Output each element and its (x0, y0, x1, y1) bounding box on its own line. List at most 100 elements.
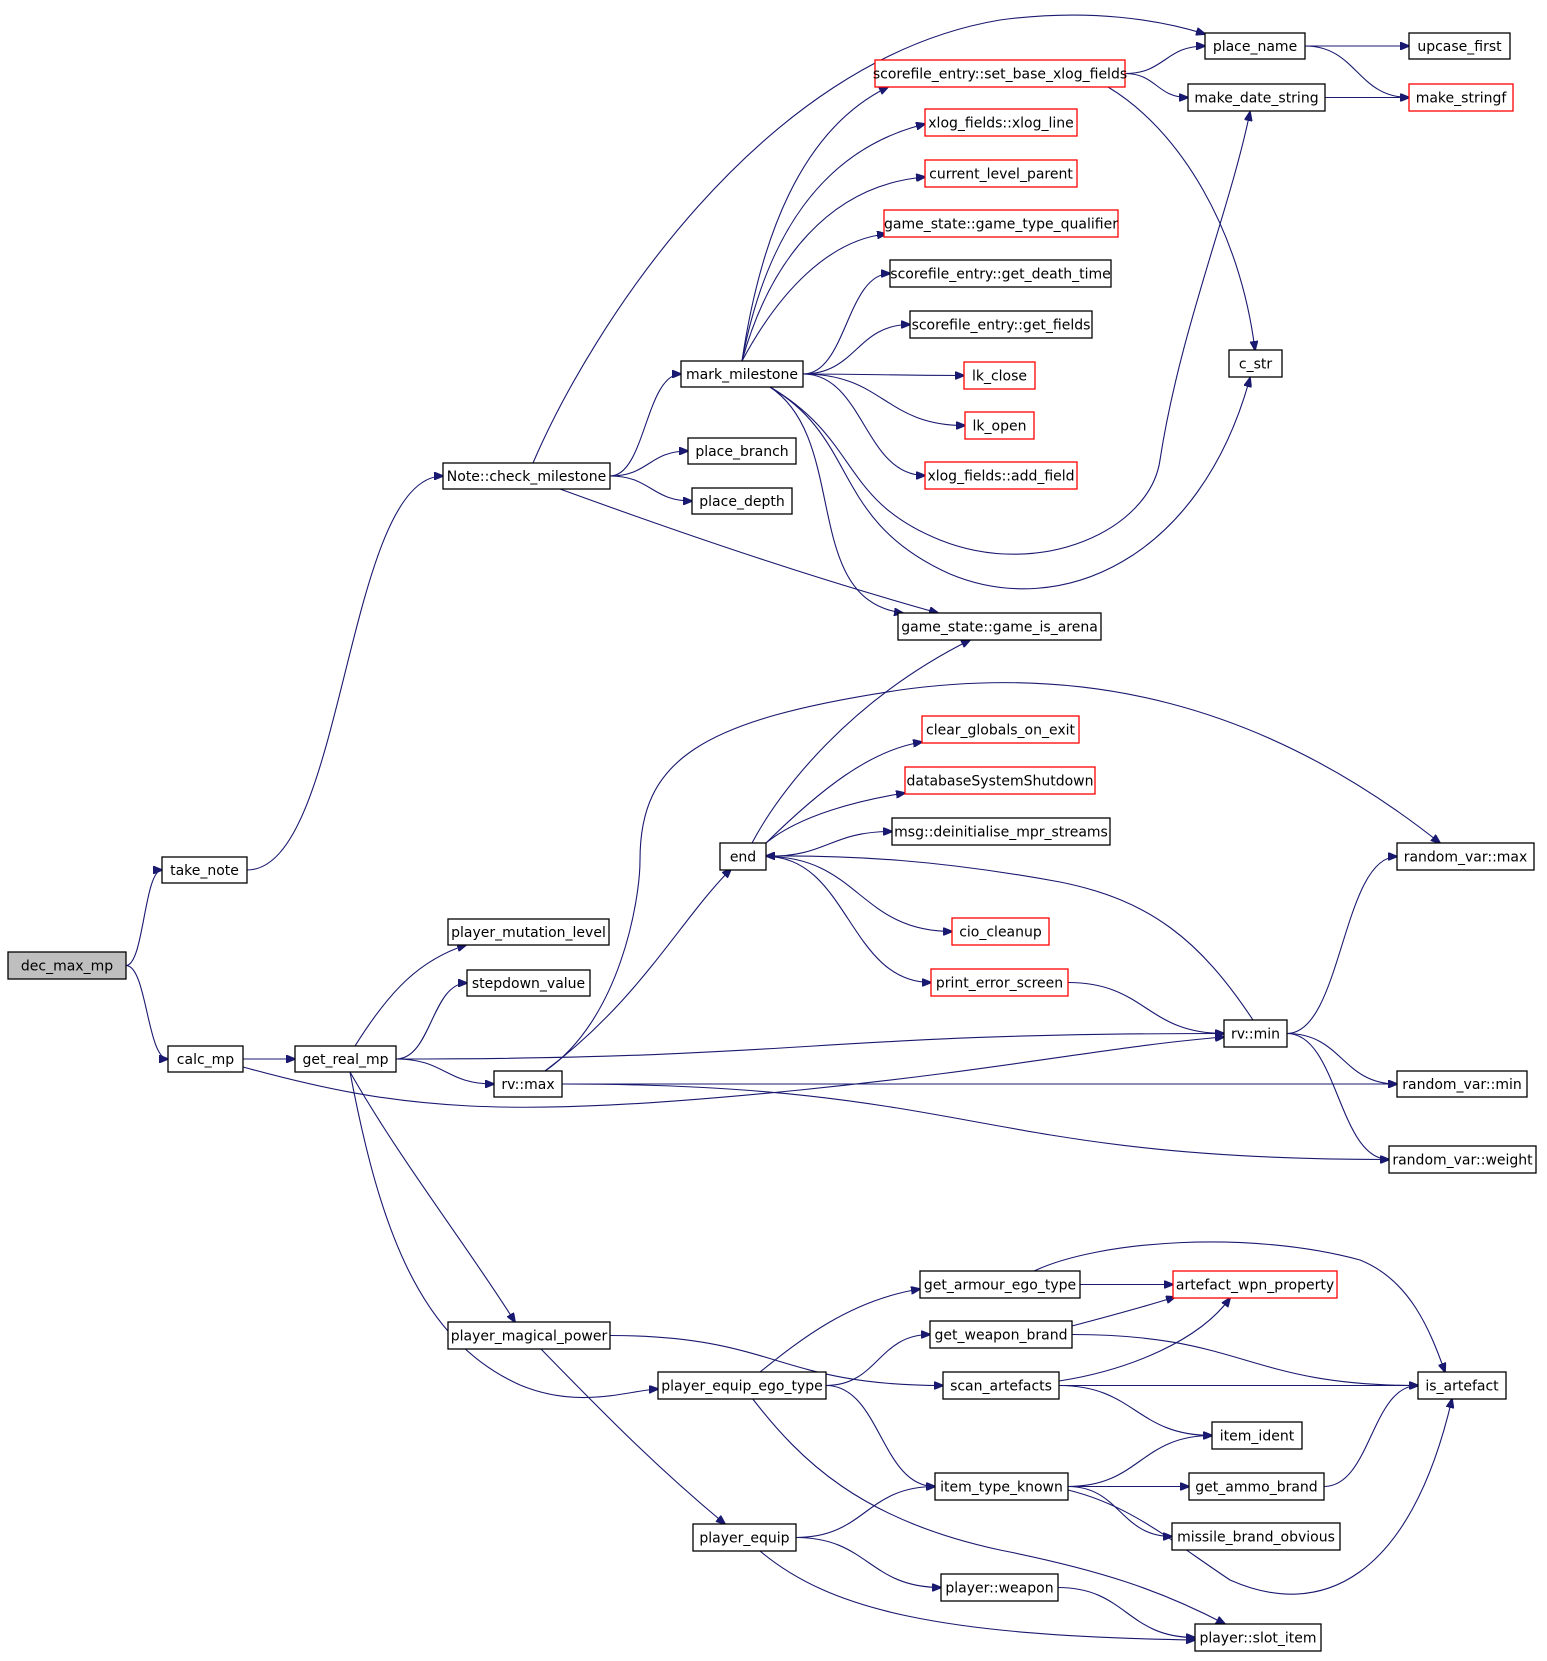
edge-line (751, 1397, 1225, 1624)
node-n12[interactable]: make_date_string (1187, 83, 1326, 112)
node-box (883, 209, 1119, 238)
node-n32[interactable]: databaseSystemShutdown (904, 766, 1096, 795)
node-n36[interactable]: random_var::min (1396, 1070, 1528, 1098)
node-n22[interactable]: get_real_mp (294, 1045, 397, 1073)
node-label: get_weapon_brand (935, 1328, 1068, 1344)
edge-line (802, 373, 925, 476)
node-label: calc_mp (177, 1052, 235, 1068)
node-label: print_error_screen (936, 976, 1063, 992)
node-n21[interactable]: xlog_fields::add_field (924, 461, 1078, 490)
node-n26[interactable]: stepdown_value (466, 969, 591, 997)
node-n06[interactable]: mark_milestone (680, 360, 804, 388)
node-n28[interactable]: player_equip_ego_type (657, 1371, 827, 1400)
edge-n06-n14 (741, 124, 925, 362)
node-n44[interactable]: artefact_wpn_property (1172, 1270, 1338, 1299)
node-box (964, 411, 1035, 440)
edge-n03-n07 (609, 451, 688, 477)
edge-line (1124, 46, 1205, 75)
node-n20[interactable]: lk_open (964, 411, 1035, 440)
node-n27[interactable]: player_magical_power (447, 1321, 611, 1350)
node-n40[interactable]: get_armour_ego_type (919, 1270, 1081, 1299)
node-n45[interactable]: is_artefact (1417, 1371, 1507, 1400)
node-n02[interactable]: calc_mp (167, 1045, 244, 1073)
edge-n03-n08 (609, 475, 692, 501)
edge-n06-n18 (802, 325, 910, 375)
edge-line (765, 793, 905, 844)
edge-line (609, 475, 692, 501)
edge-n02-n23 (242, 1037, 1224, 1108)
node-n04[interactable]: place_name (1204, 32, 1306, 60)
node-n30[interactable]: random_var::max (1396, 842, 1535, 871)
edge-n29-n33 (765, 832, 892, 858)
node-n23[interactable]: rv::min (1223, 1019, 1288, 1048)
edge-n27-n39 (539, 1347, 725, 1524)
node-n01[interactable]: take_note (161, 856, 248, 884)
edge-line (741, 177, 925, 362)
node-n48[interactable]: missile_brand_obvious (1171, 1522, 1341, 1551)
edge-line (395, 1034, 1224, 1060)
edge-n04-n11 (1304, 45, 1409, 98)
node-box (919, 1270, 1081, 1299)
edge-n39-n43 (759, 1550, 1195, 1640)
node-n14[interactable]: xlog_fields::xlog_line (924, 108, 1078, 137)
node-n00[interactable]: dec_max_mp (7, 951, 127, 980)
node-box (447, 1321, 611, 1350)
edge-n40-n45 (1033, 1241, 1445, 1372)
node-box (719, 842, 767, 871)
node-box (466, 969, 591, 997)
node-n31[interactable]: clear_globals_on_exit (921, 715, 1080, 744)
node-label: get_ammo_brand (1195, 1480, 1317, 1496)
edge-line (349, 1071, 515, 1322)
node-box (889, 259, 1112, 288)
node-n46[interactable]: item_ident (1211, 1421, 1303, 1450)
node-label: current_level_parent (929, 167, 1073, 183)
node-n11[interactable]: make_stringf (1408, 83, 1514, 112)
node-n25[interactable]: player_mutation_level (447, 918, 610, 946)
edge-n22-n27 (349, 1071, 515, 1322)
node-box (891, 817, 1111, 846)
node-n07[interactable]: place_branch (687, 437, 797, 465)
node-n41[interactable]: get_weapon_brand (929, 1320, 1073, 1349)
node-box (680, 360, 804, 388)
node-box (1172, 1270, 1338, 1299)
node-n35[interactable]: print_error_screen (930, 968, 1069, 997)
node-n24[interactable]: rv::max (493, 1070, 563, 1098)
node-label: lk_open (973, 419, 1027, 435)
node-label: random_var::weight (1392, 1153, 1533, 1169)
node-n08[interactable]: place_depth (691, 487, 793, 515)
edge-line (1304, 45, 1409, 98)
node-n33[interactable]: msg::deinitialise_mpr_streams (891, 817, 1111, 846)
node-n17[interactable]: scorefile_entry::get_death_time (889, 259, 1112, 288)
node-n19[interactable]: lk_close (963, 361, 1036, 390)
node-n05[interactable]: scorefile_entry::set_base_xlog_fields (873, 59, 1127, 88)
node-n09[interactable]: game_state::game_is_arena (897, 612, 1102, 641)
node-n43[interactable]: player::slot_item (1194, 1623, 1322, 1652)
node-label: msg::deinitialise_mpr_streams (894, 825, 1108, 841)
edge-n05-n13 (1107, 86, 1255, 350)
node-box (929, 1320, 1073, 1349)
node-n18[interactable]: scorefile_entry::get_fields (909, 310, 1093, 339)
node-n49[interactable]: player::weapon (940, 1573, 1059, 1602)
edge-n06-n05 (741, 87, 888, 362)
edge-line (765, 742, 922, 844)
node-n39[interactable]: player_equip (692, 1523, 797, 1552)
node-n03[interactable]: Note::check_milestone (442, 462, 611, 490)
node-n37[interactable]: random_var::weight (1388, 1145, 1537, 1174)
node-n47[interactable]: get_ammo_brand (1188, 1472, 1325, 1501)
node-n15[interactable]: current_level_parent (924, 159, 1078, 188)
node-n10[interactable]: upcase_first (1408, 32, 1511, 60)
node-label: end (730, 850, 756, 866)
edge-line (741, 234, 886, 362)
node-n34[interactable]: cio_cleanup (951, 917, 1050, 946)
node-label: make_stringf (1416, 91, 1508, 107)
node-n13[interactable]: c_str (1228, 349, 1283, 378)
edge-n28-n41 (825, 1335, 930, 1387)
edge-n28-n40 (759, 1289, 920, 1373)
node-n16[interactable]: game_state::game_type_qualifier (883, 209, 1119, 238)
edge-n38-n44 (1058, 1298, 1230, 1382)
node-label: lk_close (972, 369, 1027, 385)
node-n29[interactable]: end (719, 842, 767, 871)
edge-line (1071, 1333, 1418, 1386)
node-n42[interactable]: item_type_known (934, 1472, 1069, 1501)
node-n38[interactable]: scan_artefacts (942, 1371, 1060, 1400)
